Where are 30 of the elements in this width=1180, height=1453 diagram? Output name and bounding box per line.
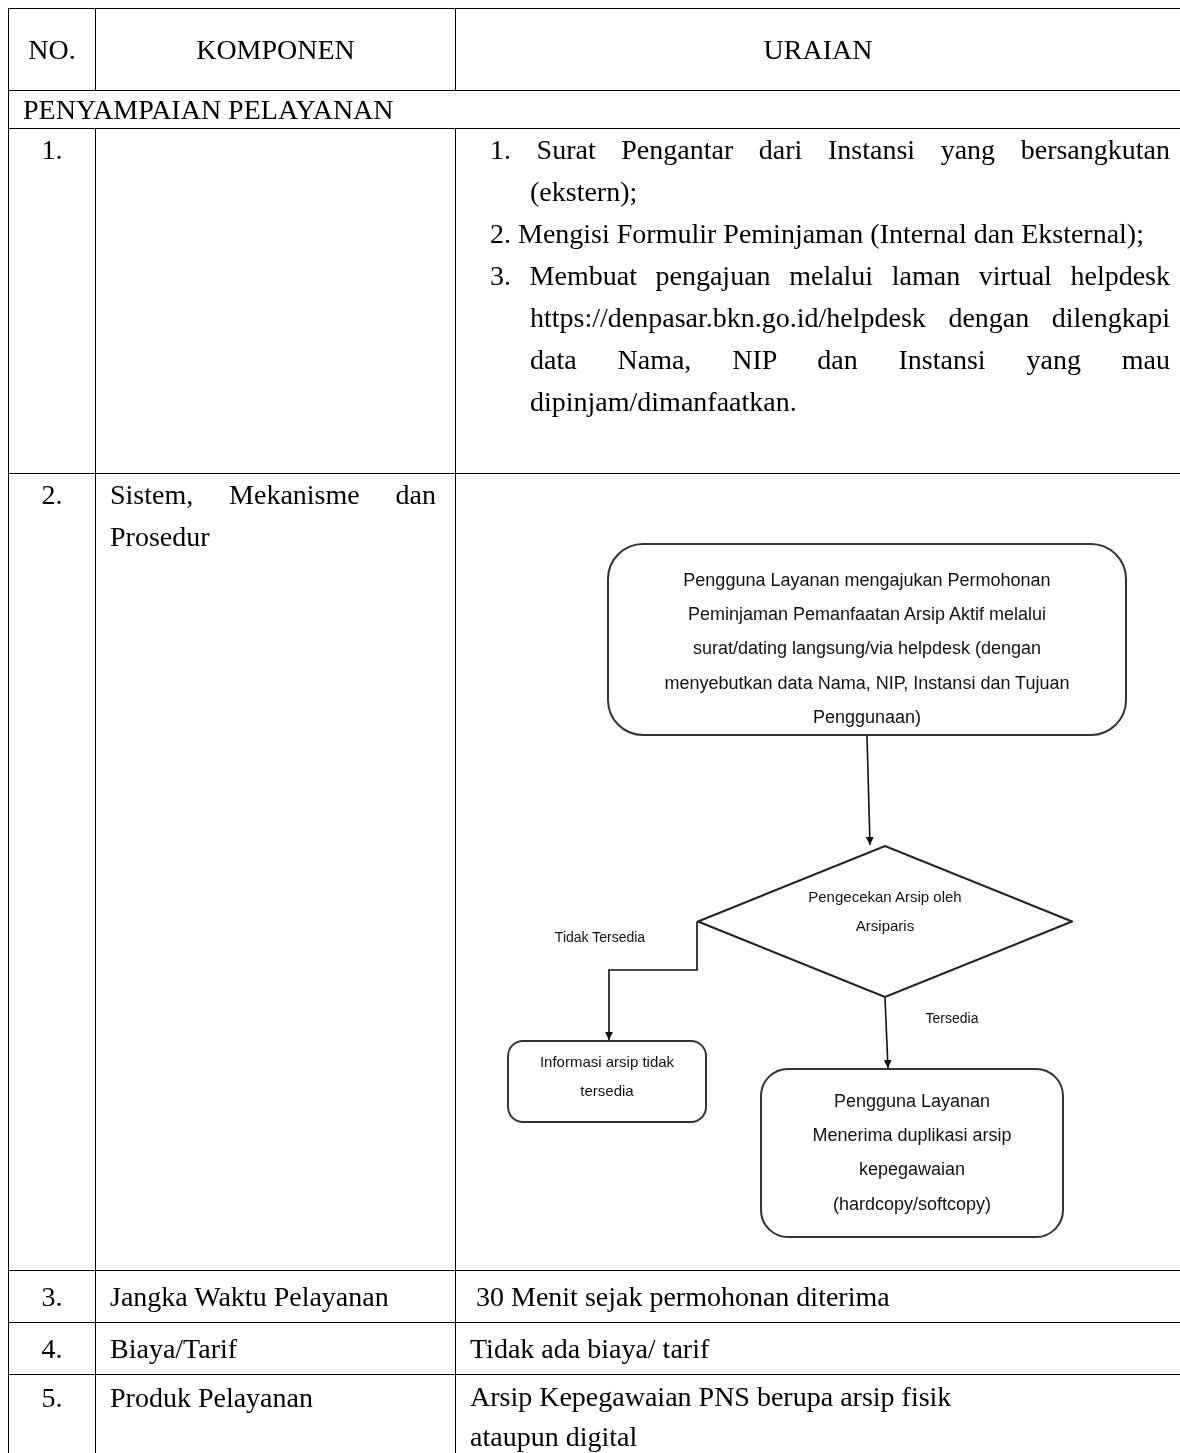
row-number: 5. (41, 1381, 63, 1415)
arrow (865, 735, 874, 846)
process-box (607, 543, 1127, 736)
row-number: 4. (41, 1331, 63, 1366)
header-text: NO. (28, 32, 76, 67)
component-text: Jangka Waktu Pelayanan (110, 1279, 389, 1314)
list-item: 2. Mengisi Formulir Peminjaman (Internal dan Eksternal); (490, 217, 1145, 251)
process-box (760, 1068, 1064, 1238)
description-text: 30 Menit sejak permohonan diterima (476, 1279, 890, 1314)
process-text: Pengguna Layanan mengajukan Permohonan Peminjaman Pemanfaatan Arsip Aktif melalui surat/dating langsung/via helpdesk (dengan menyebutkan data Nama, NIP, Instansi dan Tujuan Penggunaan) (663, 569, 1071, 729)
process-box (507, 1040, 707, 1123)
description-text: Tidak ada biaya/ tarif (470, 1331, 710, 1366)
section-heading: PENYAMPAIAN PELAYANAN (23, 92, 394, 127)
arrow (605, 920, 698, 1041)
process-text: Pengguna Layanan Menerima duplikasi arsip kepegawaian (hardcopy/softcopy) (811, 1090, 1013, 1216)
component-text: Sistem, Mekanisme dan Prosedur (110, 478, 436, 554)
row-number: 3. (41, 1279, 63, 1314)
header-text: URAIAN (763, 32, 873, 67)
row-number: 2. (41, 478, 63, 512)
row-number: 1. (41, 133, 63, 167)
component-text: Biaya/Tarif (110, 1331, 238, 1366)
arrow (883, 997, 892, 1069)
header-text: KOMPONEN (196, 32, 355, 67)
decision-diamond (697, 845, 1073, 998)
process-text: Informasi arsip tidak tersedia (538, 1052, 676, 1101)
list-item: 3. Membuat pengajuan melalui laman virtual helpdesk https://denpasar.bkn.go.id/helpdesk dengan dilengkapi data Nama, NIP dan Instansi yang mau dipinjam/dimanfaatkan. (490, 259, 1170, 419)
description-text: Arsip Kepegawaian PNS berupa arsip fisik ataupun digital (470, 1380, 953, 1453)
component-text: Produk Pelayanan (110, 1382, 313, 1413)
list-item: 1. Surat Pengantar dari Instansi yang bersangkutan (ekstern); (490, 133, 1170, 209)
decision-text: Pengecekan Arsip oleh Arsiparis (807, 887, 963, 936)
